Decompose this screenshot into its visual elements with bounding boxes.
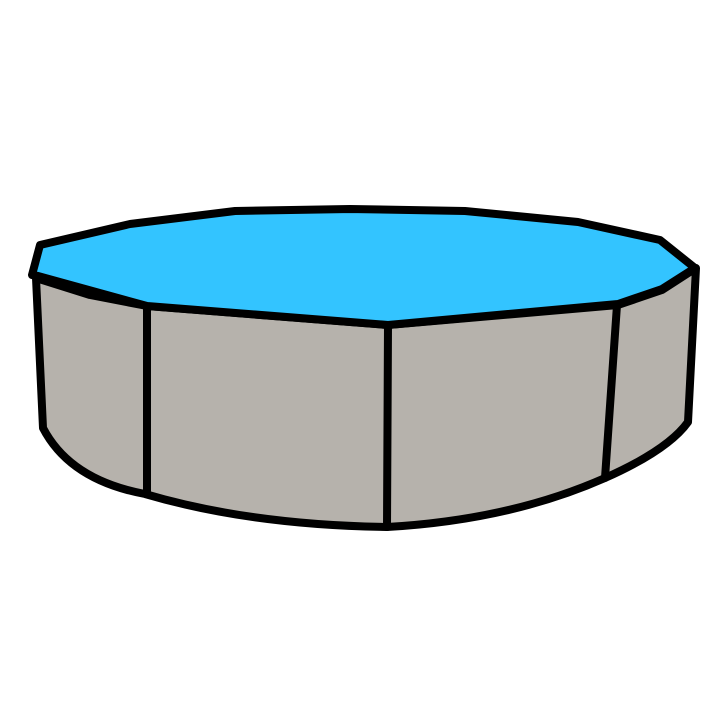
wall-seam-right [601, 301, 621, 482]
pool-wall [32, 264, 700, 531]
wall-seam-center [383, 321, 392, 531]
pool-water-surface [28, 205, 699, 329]
